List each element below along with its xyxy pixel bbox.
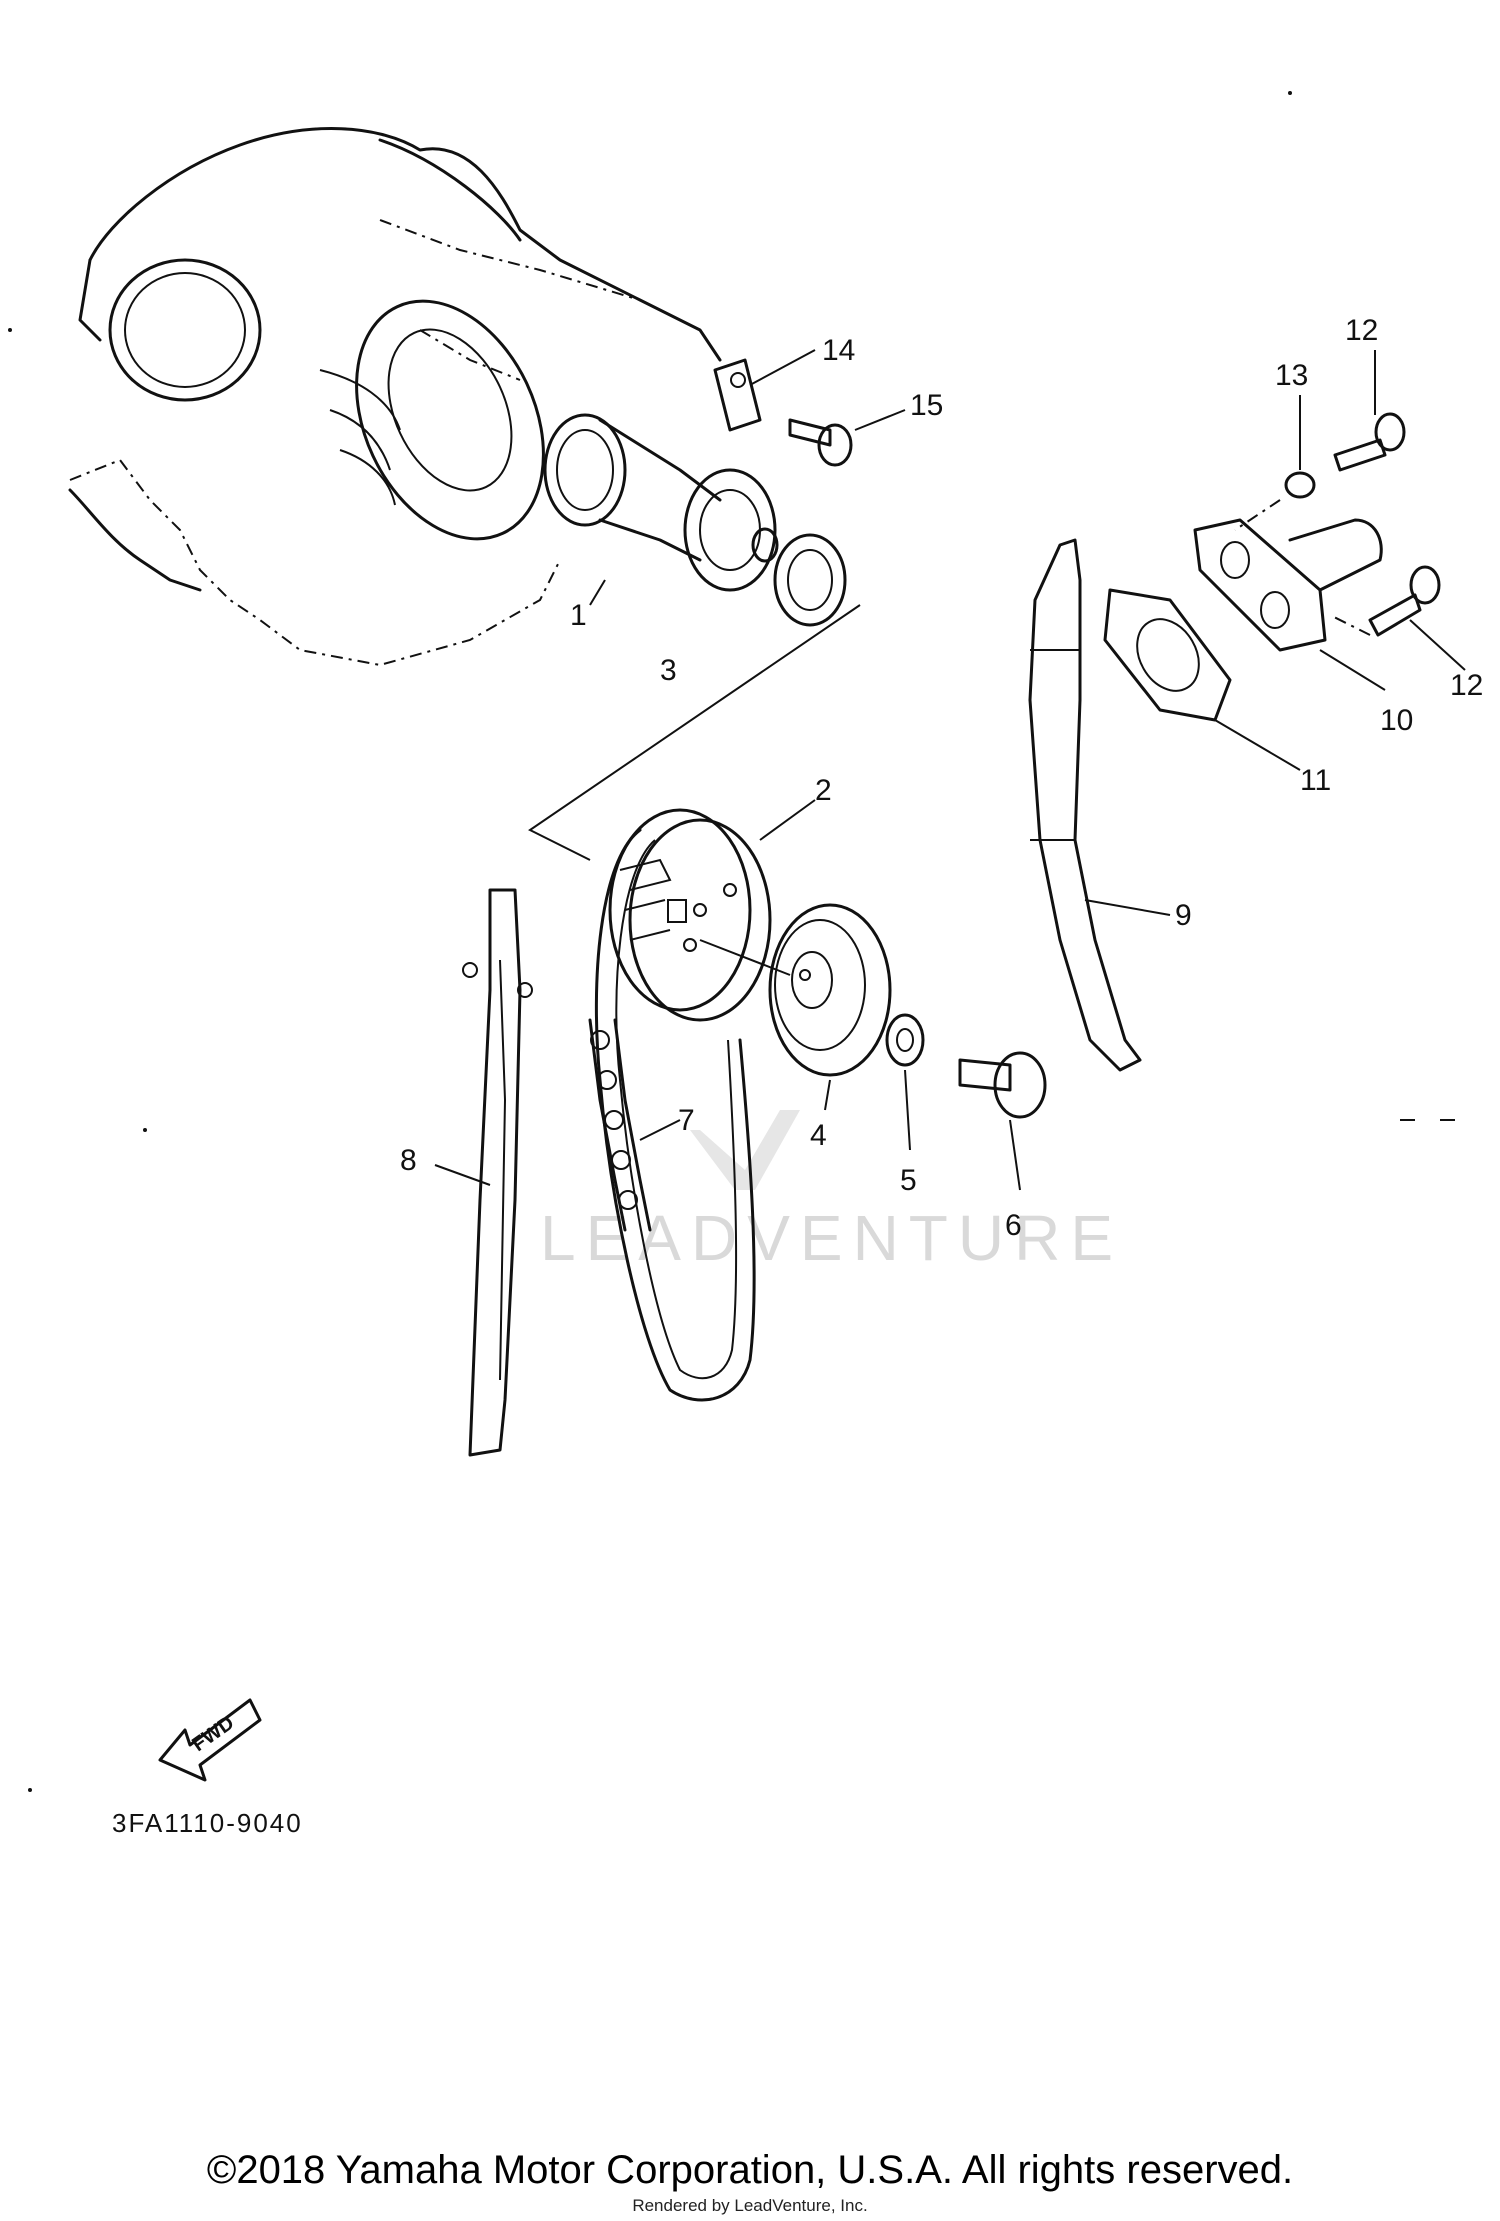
timing-chain-loop [594,828,756,1402]
callout-14: 14 [822,334,855,367]
watermark: LEADVENTURE [540,1110,1123,1274]
bolt-12-top [1333,350,1406,472]
gasket [1103,588,1301,771]
callout-6: 6 [1005,1209,1022,1242]
callout-2: 2 [815,774,832,807]
watermark-text: LEADVENTURE [540,1202,1123,1274]
callout-5: 5 [900,1164,917,1197]
fwd-arrow-icon: FWD [158,1698,262,1782]
assembly-frame [528,604,861,861]
rendered-by-credit: Rendered by LeadVenture, Inc. [632,2196,868,2215]
plate [713,349,816,432]
bolt [788,409,906,467]
callout-12-top: 12 [1345,314,1378,347]
callout-10: 10 [1380,704,1413,737]
cam-sprocket [608,799,816,1022]
chain-segment [588,1018,681,1232]
callout-9: 9 [1175,899,1192,932]
sprocket-cover [699,903,892,1111]
callouts: 1 2 3 4 5 6 7 8 9 10 11 12 12 13 14 15 [400,314,1483,1242]
bolt-12-right [1329,565,1466,671]
sprocket-bolt [958,1051,1047,1191]
copyright-notice: ©2018 Yamaha Motor Corporation, U.S.A. A… [206,2148,1294,2192]
callout-8: 8 [400,1144,417,1177]
callout-12-right: 12 [1450,669,1483,702]
camshaft [543,413,779,606]
fwd-label: FWD [188,1712,238,1756]
callout-15: 15 [910,389,943,422]
callout-3: 3 [660,654,677,687]
chain-tensioner [1193,518,1386,691]
washer [885,1013,925,1151]
chain-guide-right [1028,538,1171,1072]
callout-7: 7 [678,1104,695,1137]
drawing-code: 3FA1110-9040 [112,1808,303,1838]
washer-13 [1234,395,1316,531]
callout-13: 13 [1275,359,1308,392]
callout-11: 11 [1300,764,1331,797]
callout-1: 1 [570,599,587,632]
callout-4: 4 [810,1119,827,1152]
circlip [773,533,847,627]
chain-guide-left [434,888,533,1457]
cylinder-head [68,127,722,667]
scan-specks [8,91,1455,1792]
